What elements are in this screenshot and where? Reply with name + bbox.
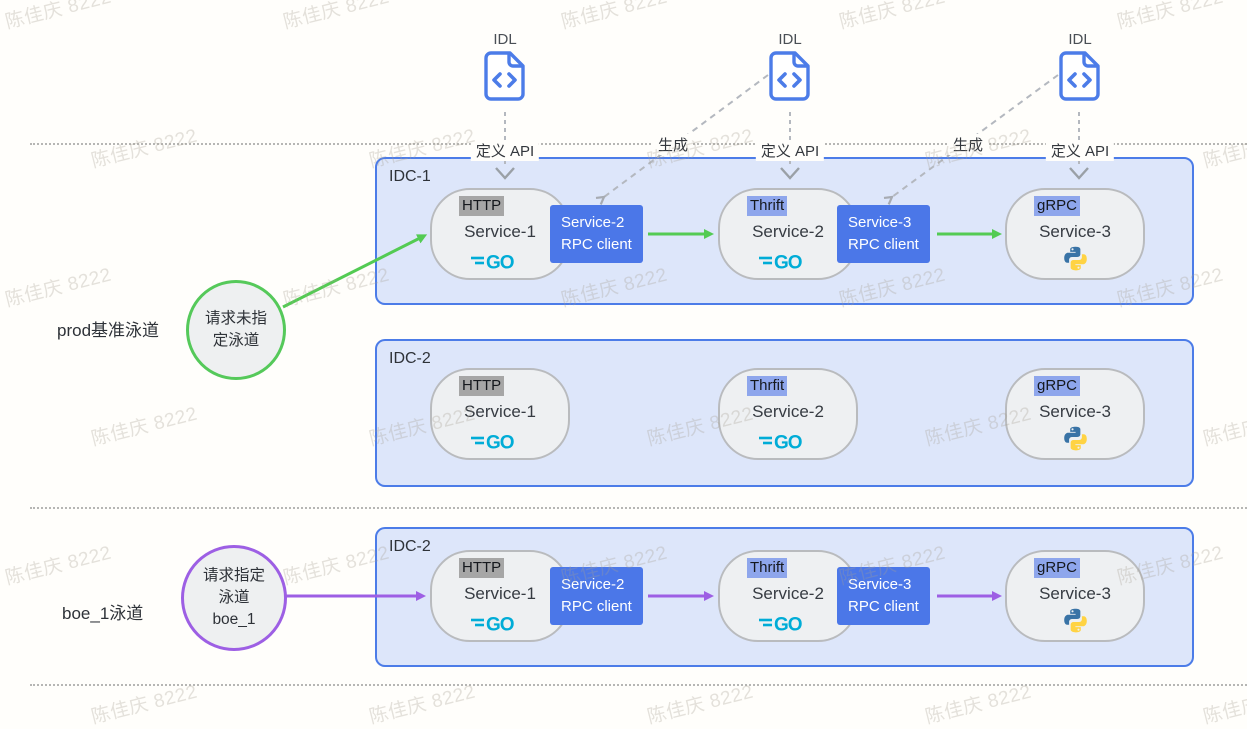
separator-line-middle — [30, 507, 1247, 509]
svg-text:GO: GO — [486, 253, 514, 273]
python-logo-icon — [1007, 245, 1143, 272]
define-api-label-1: 定义 API — [470, 140, 540, 161]
service-node: HTTP Service-1 GO — [430, 188, 570, 280]
watermark-text: 陈佳庆 8222 — [837, 0, 948, 34]
service-name: Service-3 — [1039, 222, 1111, 241]
service-name: Service-1 — [464, 402, 536, 421]
service-node: HTTP Service-1 GO — [430, 550, 570, 642]
rpc-client-line: RPC client — [561, 597, 632, 615]
service-name: Service-1 — [464, 222, 536, 241]
service-name: Service-2 — [752, 584, 824, 603]
protocol-tag: HTTP — [459, 376, 505, 397]
rpc-client-box: Service-3 RPC client — [837, 567, 930, 625]
svg-text:GO: GO — [486, 615, 514, 635]
golang-logo-icon: GO — [432, 250, 568, 272]
idc2-boe-label: IDC-2 — [389, 538, 431, 555]
circle-text-line: 请求指定 — [202, 567, 265, 585]
golang-logo-icon: GO — [720, 250, 856, 272]
golang-logo-icon: GO — [432, 430, 568, 452]
circle-text-line: 泳道 — [218, 589, 250, 607]
request-no-lane-circle: 请求未指 定泳道 — [186, 280, 286, 380]
service-name: Service-3 — [1039, 402, 1111, 421]
service-node: Thrift Service-2 GO — [718, 188, 858, 280]
svg-text:GO: GO — [774, 253, 802, 273]
define-api-label-2: 定义 API — [755, 140, 825, 161]
rpc-client-line: RPC client — [848, 235, 919, 253]
rpc-client-line: Service-2 — [561, 214, 625, 231]
svg-text:GO: GO — [774, 615, 802, 635]
idc1-label: IDC-1 — [389, 168, 431, 185]
watermark-text: 陈佳庆 8222 — [89, 403, 200, 451]
service-name: Service-3 — [1039, 584, 1111, 603]
generate-label-1: 生成 — [652, 134, 694, 155]
circle-text-line: 定泳道 — [212, 332, 260, 349]
watermark-text: 陈佳庆 8222 — [281, 0, 392, 34]
protocol-tag: gRPC — [1034, 558, 1081, 579]
service-node: gRPC Service-3 — [1005, 188, 1145, 280]
golang-logo-icon: GO — [432, 612, 568, 634]
circle-text-line: boe_1 — [212, 610, 256, 628]
protocol-tag: Thrift — [747, 558, 788, 579]
watermark-text: 陈佳庆 8222 — [1201, 404, 1247, 451]
rpc-client-box: Service-2 RPC client — [550, 567, 643, 625]
boe-lane-label: boe_1泳道 — [62, 604, 144, 623]
watermark-text: 陈佳庆 8222 — [89, 125, 200, 173]
protocol-tag: gRPC — [1034, 196, 1081, 217]
rpc-client-line: Service-3 — [848, 576, 912, 593]
service-node: Thrfit Service-2 GO — [718, 368, 858, 460]
svg-text:GO: GO — [774, 433, 802, 453]
protocol-tag: Thrfit — [747, 376, 788, 397]
watermark-text: 陈佳庆 8222 — [3, 0, 114, 34]
prod-lane-label: prod基准泳道 — [57, 321, 160, 340]
separator-line-bottom — [30, 684, 1247, 686]
idl-label: IDL — [778, 31, 802, 48]
idl-file-icon — [484, 51, 525, 101]
watermark-text: 陈佳庆 8222 — [3, 542, 114, 590]
golang-logo-icon: GO — [720, 430, 856, 452]
python-logo-icon — [1007, 425, 1143, 452]
watermark-text: 陈佳庆 8222 — [559, 0, 670, 34]
generate-label-2: 生成 — [947, 134, 989, 155]
idl-node-2: IDL — [758, 31, 822, 106]
idl-file-icon — [769, 51, 810, 101]
idl-file-icon — [1059, 51, 1100, 101]
service-node: HTTP Service-1 GO — [430, 368, 570, 460]
protocol-tag: HTTP — [459, 558, 505, 579]
golang-logo-icon: GO — [720, 612, 856, 634]
protocol-tag: Thrift — [747, 196, 788, 217]
rpc-client-line: RPC client — [848, 597, 919, 615]
define-api-label-3: 定义 API — [1045, 140, 1115, 161]
service-name: Service-1 — [464, 584, 536, 603]
idl-node-1: IDL — [473, 31, 537, 106]
request-boe-lane-circle: 请求指定 泳道 boe_1 — [181, 545, 287, 651]
service-name: Service-2 — [752, 222, 824, 241]
circle-text-line: 请求未指 — [204, 310, 267, 328]
idl-label: IDL — [493, 31, 517, 48]
watermark-text: 陈佳庆 8222 — [3, 264, 114, 312]
idc2-prod-label: IDC-2 — [389, 350, 431, 367]
svg-text:GO: GO — [486, 433, 514, 453]
python-logo-icon — [1007, 607, 1143, 634]
watermark-text: 陈佳庆 8222 — [1201, 126, 1247, 173]
protocol-tag: gRPC — [1034, 376, 1081, 397]
idl-label: IDL — [1068, 31, 1092, 48]
rpc-client-box: Service-3 RPC client — [837, 205, 930, 263]
service-node: gRPC Service-3 — [1005, 368, 1145, 460]
rpc-client-line: Service-3 — [848, 214, 912, 231]
service-node: gRPC Service-3 — [1005, 550, 1145, 642]
watermark-text: 陈佳庆 8222 — [1115, 0, 1226, 34]
rpc-client-line: RPC client — [561, 235, 632, 253]
rpc-client-box: Service-2 RPC client — [550, 205, 643, 263]
protocol-tag: HTTP — [459, 196, 505, 217]
rpc-client-line: Service-2 — [561, 576, 625, 593]
idl-node-3: IDL — [1048, 31, 1112, 106]
service-name: Service-2 — [752, 402, 824, 421]
